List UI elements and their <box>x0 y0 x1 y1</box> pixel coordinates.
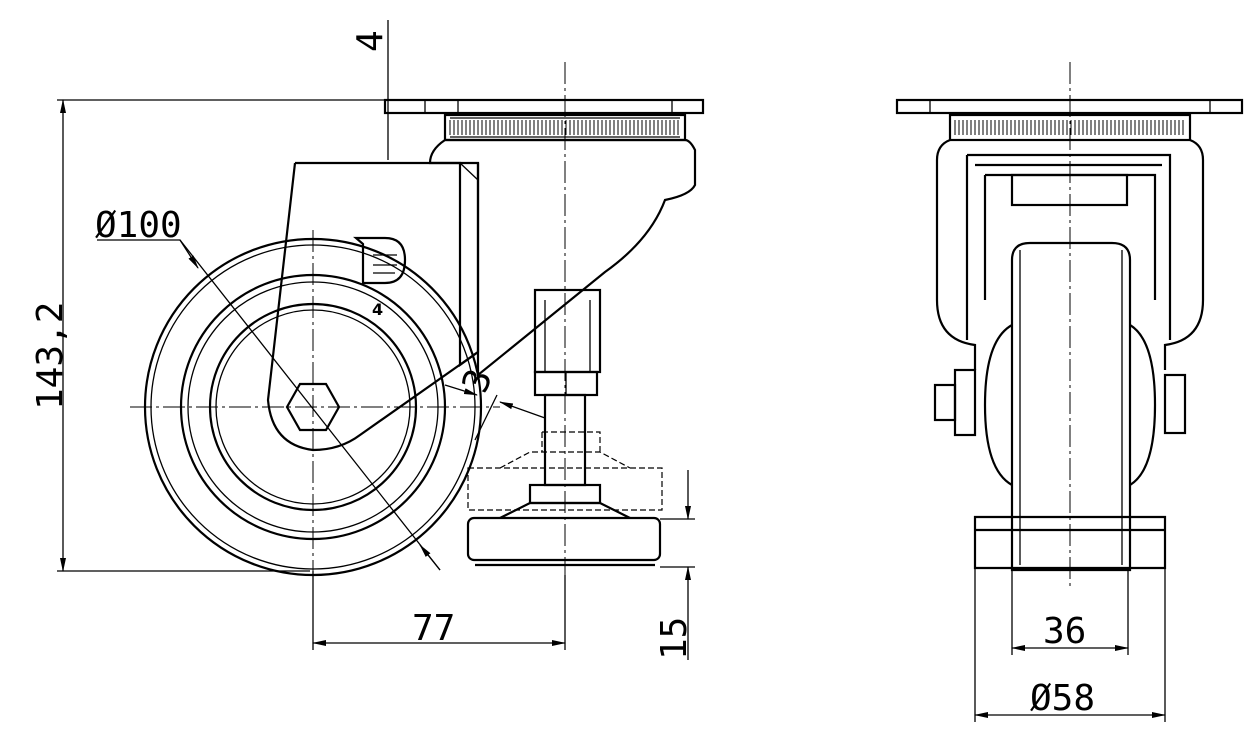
dim-foot-adjust: 15 <box>654 617 695 660</box>
logo-number: 4 <box>372 300 383 319</box>
dim-wheel-width: 36 <box>1043 611 1086 652</box>
dim-offset: 77 <box>412 608 455 649</box>
knurl-hatching <box>449 120 679 135</box>
side-view: 4 <box>130 62 705 650</box>
swivel-housing <box>428 138 697 378</box>
brand-logo: 4 <box>353 236 407 319</box>
axle-nut-front <box>933 368 1187 437</box>
dim-total-height: 143,2 <box>30 302 71 410</box>
knurl-hatching <box>954 120 1184 135</box>
front-view <box>895 62 1244 590</box>
dimensions: 143,2 4 Ø100 3 77 15 36 Ø58 <box>30 20 1166 722</box>
top-plate <box>383 98 705 115</box>
dim-foot-diameter: Ø58 <box>1030 678 1095 719</box>
dim-plate-thickness: 4 <box>350 30 391 52</box>
dim-wheel-diameter: Ø100 <box>95 205 182 246</box>
